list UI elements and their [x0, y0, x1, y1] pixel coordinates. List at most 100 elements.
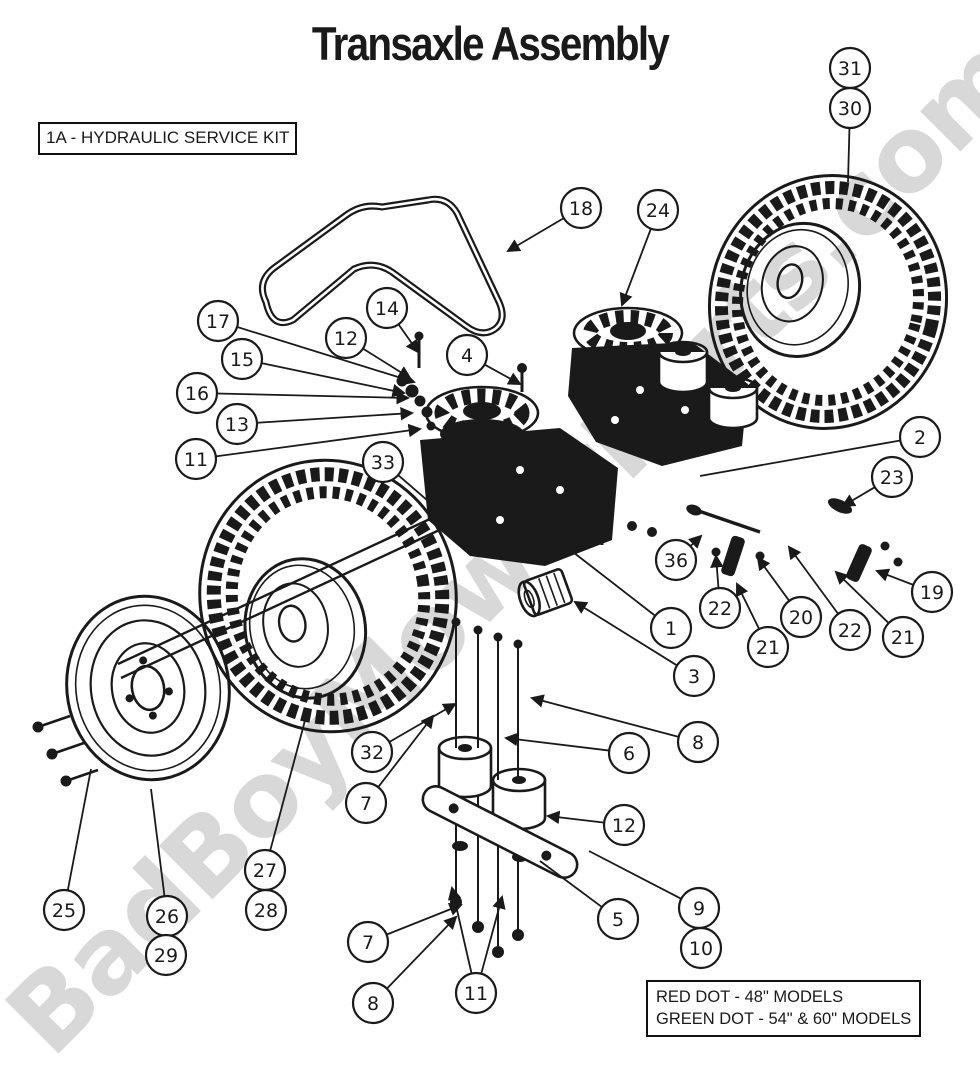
callout-7: 7 [344, 781, 388, 825]
svg-text:11: 11 [464, 983, 488, 1005]
svg-text:28: 28 [254, 900, 278, 922]
svg-text:16: 16 [185, 383, 209, 405]
left-tire-drawing [198, 458, 458, 734]
callout-31: 31 [828, 46, 872, 90]
svg-text:27: 27 [253, 860, 277, 882]
left-rim-drawing [65, 594, 231, 782]
svg-text:5: 5 [612, 909, 624, 931]
callout-10: 10 [679, 926, 723, 970]
leader-line-4 [484, 363, 522, 385]
leader-line-19 [875, 568, 914, 586]
leader-line-5 [539, 860, 603, 908]
callout-22: 22 [698, 586, 742, 630]
page-title: Transaxle Assembly [311, 17, 670, 70]
callout-33: 33 [361, 440, 405, 484]
leader-line-8 [386, 915, 458, 990]
leader-line-30 [847, 127, 851, 183]
svg-text:26: 26 [155, 906, 179, 928]
fastener-cluster-drawing [396, 331, 527, 431]
callout-2: 2 [898, 415, 942, 459]
callout-5: 5 [596, 897, 640, 941]
callout-17: 17 [196, 299, 240, 343]
leader-line-18 [506, 217, 565, 253]
svg-text:22: 22 [708, 598, 732, 620]
svg-text:21: 21 [756, 637, 780, 659]
svg-text:20: 20 [789, 607, 813, 629]
svg-text:12: 12 [334, 328, 358, 350]
leader-line-24 [619, 228, 652, 307]
callout-32: 32 [350, 730, 394, 774]
callout-1: 1 [649, 606, 693, 650]
leader-lines [66, 127, 914, 990]
callout-30: 30 [828, 86, 872, 130]
leader-line-21 [834, 570, 890, 624]
svg-text:25: 25 [52, 900, 76, 922]
callout-26: 26 [145, 894, 189, 938]
callout-7: 7 [346, 920, 390, 964]
leader-line-9 [588, 850, 682, 900]
svg-text:7: 7 [360, 793, 372, 815]
leader-line-8 [530, 694, 679, 738]
callout-24: 24 [636, 188, 680, 232]
svg-text:2: 2 [914, 427, 926, 449]
svg-text:17: 17 [206, 311, 230, 333]
callout-21: 21 [881, 615, 925, 659]
svg-text:6: 6 [623, 743, 635, 765]
leader-line-22 [787, 545, 839, 615]
svg-text:4: 4 [461, 345, 473, 367]
callout-6: 6 [607, 731, 651, 775]
svg-text:1: 1 [665, 618, 677, 640]
callout-12: 12 [324, 316, 368, 360]
leader-line-14 [397, 323, 420, 354]
callout-12: 12 [602, 803, 646, 847]
svg-text:12: 12 [612, 815, 636, 837]
callout-15: 15 [220, 337, 264, 381]
leader-line-11 [215, 423, 423, 458]
svg-text:18: 18 [569, 198, 593, 220]
leader-line-22 [710, 553, 724, 589]
dot-note-line-green: GREEN DOT - 54" & 60" MODELS [656, 1010, 912, 1029]
callout-14: 14 [365, 286, 409, 330]
leader-line-36 [688, 534, 703, 549]
leader-line-20 [756, 556, 790, 602]
callout-21: 21 [746, 625, 790, 669]
leader-line-1 [559, 541, 656, 617]
leader-line-13 [256, 406, 415, 424]
svg-text:19: 19 [920, 582, 944, 604]
callout-23: 23 [870, 455, 914, 499]
callout-11: 11 [174, 437, 218, 481]
callout-11: 11 [454, 971, 498, 1015]
leader-line-16 [216, 390, 411, 405]
leader-line-12 [545, 810, 605, 825]
leader-line-33 [397, 474, 451, 521]
bushing-cylinder-lower [707, 376, 759, 430]
svg-text:23: 23 [880, 467, 904, 489]
left-transaxle-drawing [420, 385, 618, 566]
right-transaxle-drawing [568, 306, 759, 466]
callout-3: 3 [672, 654, 716, 698]
leader-line-12 [362, 347, 412, 380]
svg-text:14: 14 [375, 298, 399, 320]
callout-22: 22 [828, 608, 872, 652]
svg-text:32: 32 [360, 742, 384, 764]
callout-28: 28 [244, 888, 288, 932]
oil-filter-drawing [517, 568, 574, 618]
callout-27: 27 [243, 848, 287, 892]
leader-line-21 [736, 582, 760, 630]
callout-16: 16 [175, 371, 219, 415]
callout-19: 19 [910, 570, 954, 614]
hydraulic-service-kit-label: 1A - HYDRAULIC SERVICE KIT [38, 122, 298, 155]
axle-shaft-drawing [117, 510, 449, 680]
dot-note-line-red: RED DOT - 48" MODELS [656, 988, 844, 1006]
svg-text:21: 21 [891, 627, 915, 649]
svg-text:8: 8 [367, 993, 379, 1015]
leader-line-3 [573, 600, 678, 667]
callout-8: 8 [351, 981, 395, 1025]
leader-line-11 [447, 886, 473, 974]
leader-line-25 [66, 768, 92, 891]
svg-text:10: 10 [689, 938, 713, 960]
callout-13: 13 [215, 402, 259, 446]
